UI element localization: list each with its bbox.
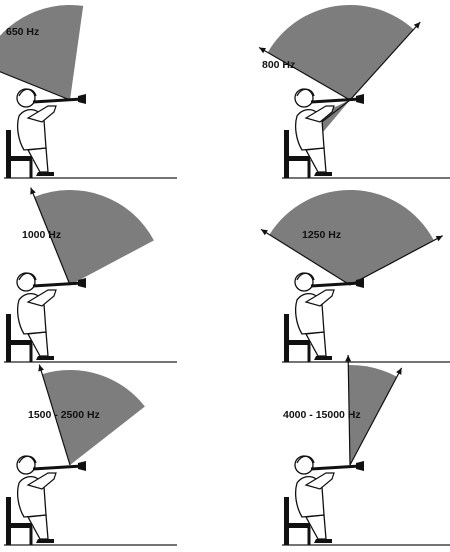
seated-musician-figure	[282, 87, 366, 180]
direction-arrow-head	[261, 229, 268, 236]
direction-arrow-line	[347, 354, 351, 466]
direction-arrow-head	[259, 47, 266, 54]
direction-arrow-line	[30, 187, 71, 286]
direction-arrow-line	[38, 364, 71, 466]
direction-arrow-lower-head	[413, 22, 421, 29]
direction-arrow-head	[30, 187, 36, 195]
radiation-lobe	[42, 370, 145, 465]
seated-musician-figure	[4, 271, 88, 364]
panel-4: 1250 Hz	[260, 189, 450, 364]
seated-musician-figure	[4, 454, 88, 547]
direction-arrow-head	[38, 364, 44, 372]
panel-5: 1500 - 2500 Hz	[4, 364, 177, 547]
direction-arrow-lower-head	[396, 367, 402, 375]
seated-musician-figure	[4, 87, 88, 180]
direction-arrow-line	[260, 228, 351, 286]
panel-3: 1000 Hz	[4, 187, 177, 364]
radiation-lobe	[269, 189, 434, 285]
direction-arrow-lower-line	[349, 235, 443, 286]
radiation-lobe	[348, 364, 397, 465]
frequency-label: 1000 Hz	[22, 229, 61, 241]
direction-arrow-head	[345, 355, 352, 362]
direction-arrow-line	[0, 71, 71, 101]
direction-arrow-lower-line	[349, 21, 421, 101]
frequency-label: 650 Hz	[6, 26, 39, 38]
frequency-label: 1250 Hz	[302, 229, 341, 241]
panel-2: 800 Hz	[258, 4, 450, 180]
seated-musician-figure	[282, 271, 366, 364]
radiation-lobe	[0, 5, 84, 100]
radiation-lobe	[267, 4, 414, 100]
direction-arrow-line	[258, 46, 351, 101]
frequency-label: 1500 - 2500 Hz	[28, 409, 100, 421]
panel-1: 650 Hz	[0, 5, 177, 180]
direction-arrow-lower-head	[435, 235, 443, 242]
radiation-lobe	[34, 189, 154, 285]
seated-musician-figure	[282, 454, 366, 547]
panel-6: 4000 - 15000 Hz	[282, 354, 450, 547]
frequency-label: 800 Hz	[262, 59, 295, 71]
direction-arrow-lower-line	[349, 367, 403, 466]
frequency-label: 4000 - 15000 Hz	[283, 409, 361, 421]
